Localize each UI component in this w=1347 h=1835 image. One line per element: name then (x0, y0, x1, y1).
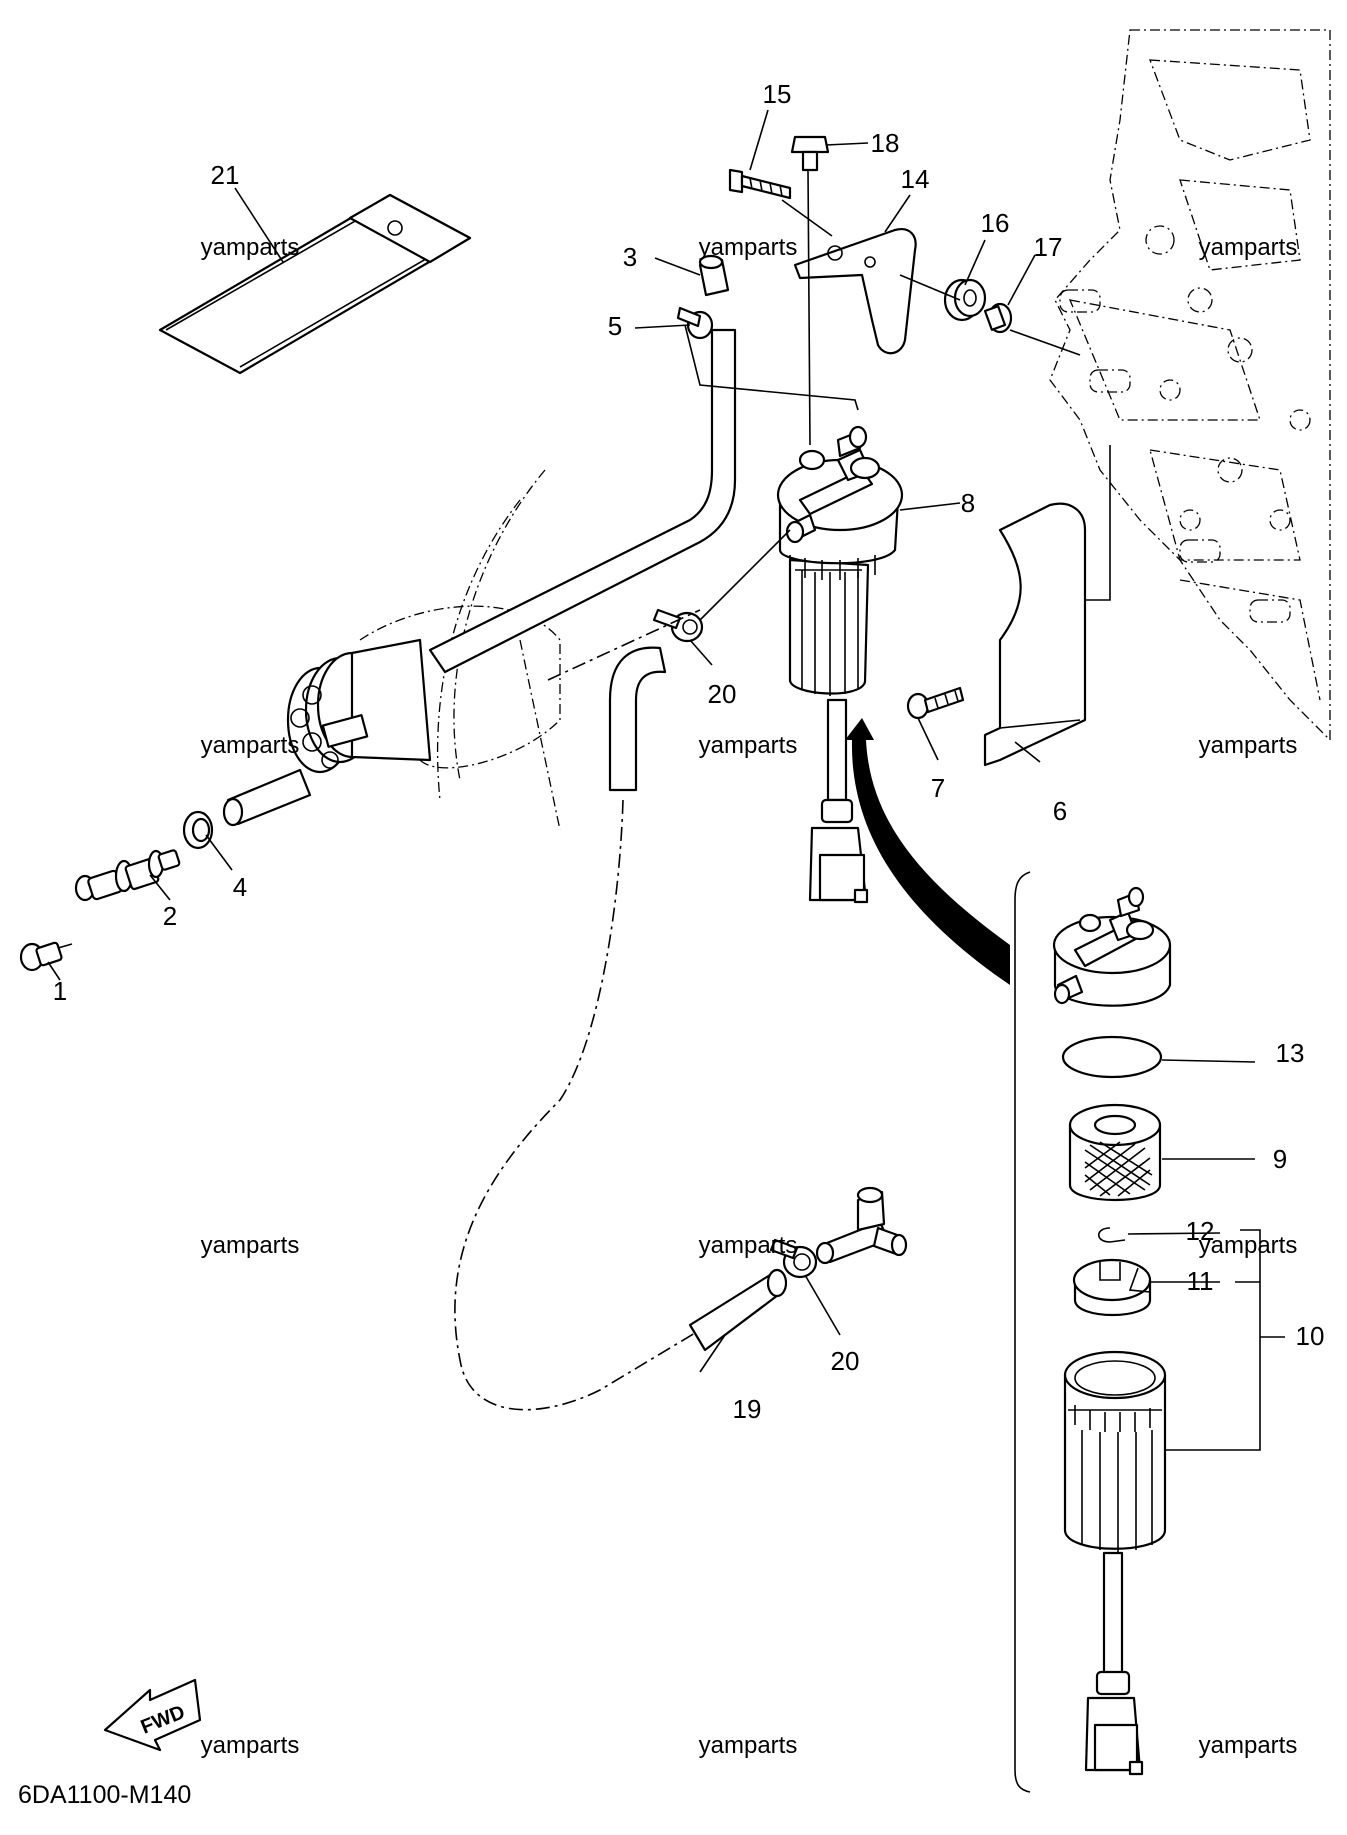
exploded-bowl (1063, 1350, 1167, 1776)
fuel-joint-pipe (222, 768, 312, 827)
callout-18: 18 (871, 128, 900, 158)
callout-13: 13 (1276, 1038, 1305, 1068)
callout-numbers: 1 2 3 4 5 6 7 8 9 10 11 12 13 14 15 16 1… (53, 79, 1325, 1424)
watermark-text: yamparts (1199, 1732, 1298, 1759)
watermark-text: yamparts (201, 234, 300, 261)
callout-14: 14 (901, 164, 930, 194)
part-15-bolt (728, 168, 792, 200)
part-5-clamp (676, 306, 714, 340)
callout-10: 10 (1296, 1321, 1325, 1351)
part-2-valve (74, 849, 181, 902)
part-16-grommet (943, 278, 987, 322)
exploded-filter-head (1052, 886, 1172, 1007)
callout-5: 5 (608, 311, 622, 341)
watermark-text: yamparts (699, 1232, 798, 1259)
exploded-view-bracket (1014, 871, 1031, 1793)
part-6-plate (983, 502, 1087, 767)
fuel-joint-connector (286, 638, 432, 774)
fuel-hose-upper (428, 328, 737, 674)
part-20-upper-clamp (652, 608, 704, 643)
callout-11: 11 (1187, 1266, 1214, 1296)
callout-leader-lines (47, 109, 1285, 1451)
callout-9: 9 (1273, 1144, 1287, 1174)
callout-6: 6 (1053, 796, 1067, 826)
part-21-pouch (158, 193, 472, 375)
callout-19: 19 (733, 1394, 762, 1424)
watermark-text: yamparts (1199, 234, 1298, 261)
callout-8: 8 (961, 488, 975, 518)
part-4-clip (182, 810, 214, 850)
callout-12: 12 (1186, 1216, 1215, 1246)
watermarks: yamparts yamparts yamparts yamparts yamp… (201, 234, 1298, 1759)
t-joint (815, 1186, 908, 1265)
diagram-code: 6DA1100-M140 (18, 1781, 191, 1809)
part-17-collar (983, 302, 1013, 334)
exploded-element (1068, 1103, 1162, 1202)
callout-2: 2 (163, 901, 177, 931)
exploded-clip (1097, 1227, 1126, 1243)
watermark-text: yamparts (201, 1232, 300, 1259)
watermark-text: yamparts (699, 1732, 798, 1759)
callout-1: 1 (53, 976, 67, 1006)
watermark-text: yamparts (1199, 732, 1298, 759)
part-7-bolt (906, 686, 965, 720)
callout-7: 7 (931, 773, 945, 803)
exploded-o-ring (1061, 1035, 1163, 1079)
part-19-hose (688, 1268, 788, 1352)
fuel-hose-lower (454, 646, 701, 1411)
watermark-text: yamparts (699, 732, 798, 759)
exploded-float (1072, 1258, 1152, 1316)
callout-16: 16 (981, 208, 1010, 238)
assembly-guide-lines (547, 169, 1111, 681)
part-20-lower-clamp (769, 1238, 818, 1279)
part-1-plug (19, 941, 73, 972)
callout-20-upper: 20 (708, 679, 737, 709)
callout-17: 17 (1034, 232, 1063, 262)
watermark-text: yamparts (201, 1732, 300, 1759)
part-18-bolt (790, 135, 830, 172)
callout-15: 15 (763, 79, 792, 109)
engine-block-outline (1049, 29, 1331, 742)
callout-3: 3 (623, 242, 637, 272)
part-3-cap (698, 254, 730, 297)
part-8-fuel-filter (776, 425, 904, 904)
fwd-direction-arrow: FWD (103, 1678, 202, 1752)
exploded-view-arrow (845, 718, 1010, 985)
watermark-text: yamparts (1199, 1232, 1298, 1259)
watermark-text: yamparts (201, 732, 300, 759)
part-14-bracket (793, 228, 917, 355)
callout-20-lower: 20 (831, 1346, 860, 1376)
callout-21: 21 (211, 160, 240, 190)
callout-4: 4 (233, 872, 247, 902)
watermark-text: yamparts (699, 234, 798, 261)
